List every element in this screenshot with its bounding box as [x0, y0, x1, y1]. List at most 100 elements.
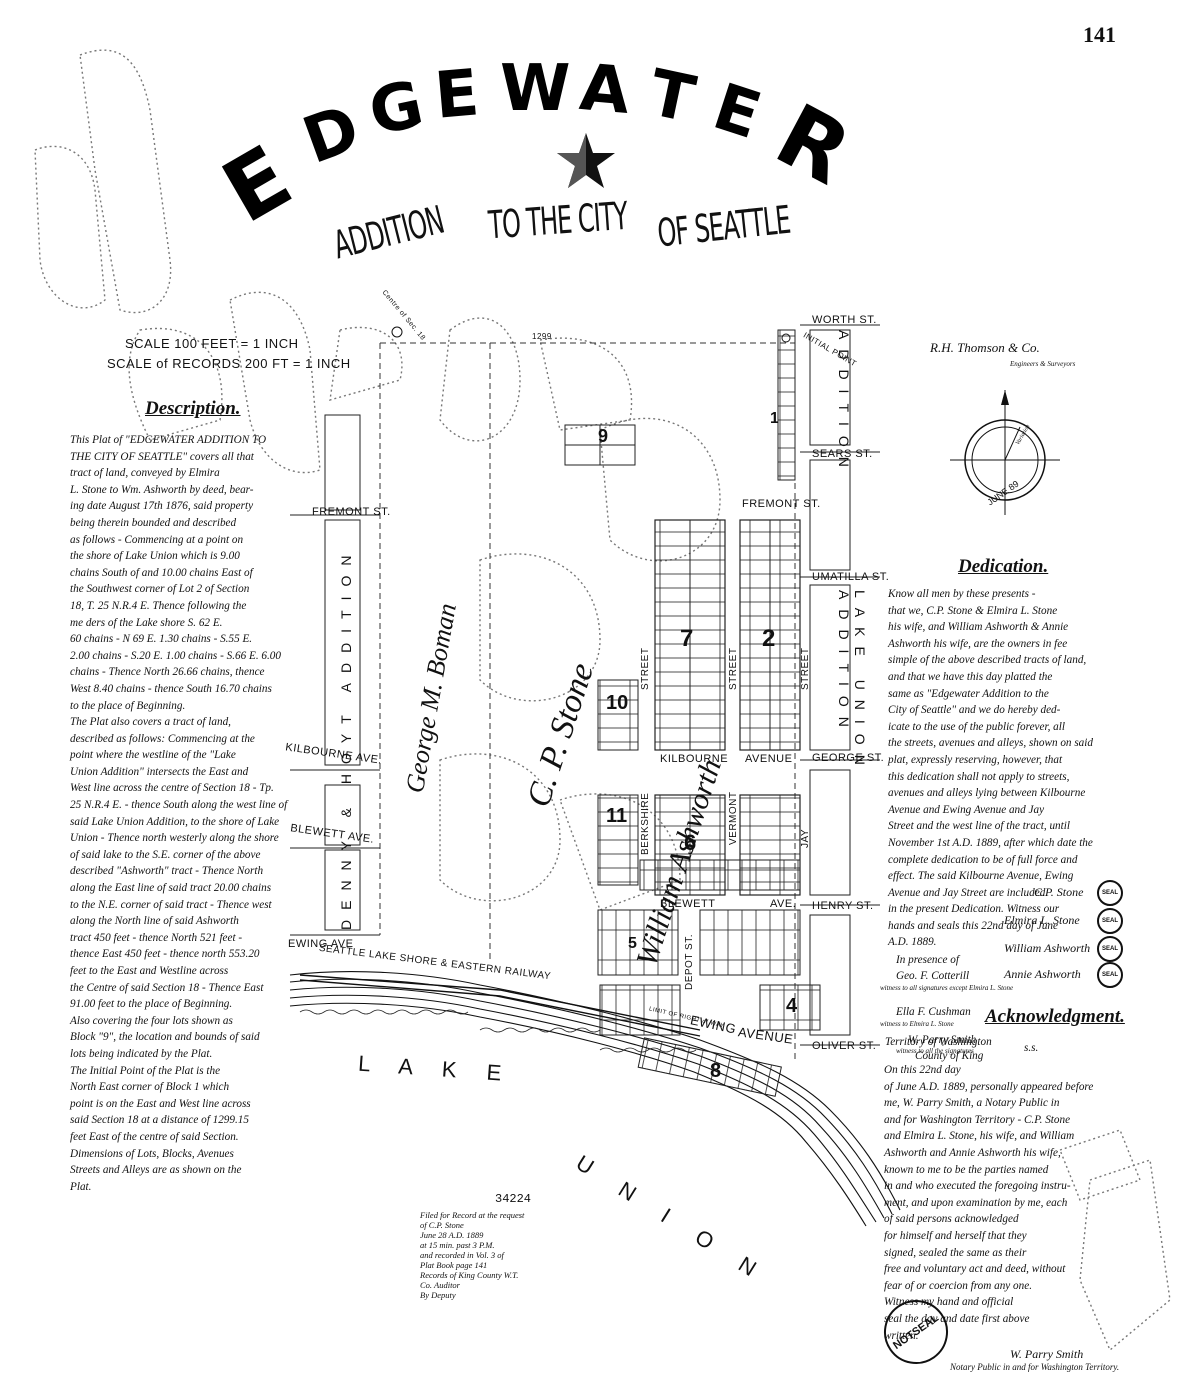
street-worth: WORTH ST. [812, 314, 877, 326]
description-line: 18, T. 25 N.R.4 E. Thence following the [70, 599, 247, 612]
acknowledgment-line: for himself and herself that they [884, 1229, 1027, 1242]
description-line: North East corner of Block 1 which [70, 1081, 230, 1094]
title-letter: W [500, 52, 571, 126]
title-letter: T [642, 56, 701, 138]
filing-line: at 15 min. past 3 P.M. [420, 1240, 495, 1250]
street-blewett-ave: AVE. [770, 898, 797, 910]
signature-cp-stone: C.P. Stone [1034, 885, 1084, 899]
street-label-2: STREET [728, 647, 739, 690]
description-line: Plat. [70, 1180, 92, 1193]
dedication-line: in the present Dedication. Witness our [888, 903, 1060, 916]
description-line: to the N.E. corner of said tract - Thenc… [70, 898, 272, 911]
description-line: lots being indicated by the Plat. [70, 1047, 213, 1060]
filing-line: of C.P. Stone [420, 1220, 464, 1230]
signature-william-ashworth: William Ashworth [1004, 941, 1091, 955]
acknowledgment-line: written. [884, 1329, 919, 1342]
block-number: 10 [606, 692, 629, 714]
street-sears: SEARS ST. [812, 448, 873, 460]
dedication-line: hands and seals this 22nd day of June [888, 919, 1058, 932]
block-number: 6 [684, 830, 697, 855]
notary-signature: W. Parry Smith [1010, 1347, 1084, 1361]
description-line: of said lake to the S.E. corner of the a… [70, 848, 261, 861]
block-number: 8 [710, 1060, 722, 1082]
block-number: 5 [628, 935, 637, 952]
ack-ss: s.s. [1024, 1042, 1039, 1054]
acknowledgment-line: On this 22nd day [884, 1064, 961, 1076]
description-line: Union Addition" intersects the East and [70, 765, 249, 778]
description-heading: Description. [145, 398, 241, 419]
street-george: GEORGE ST. [812, 752, 885, 764]
compass-rose [950, 390, 1060, 515]
description-line: Dimensions of Lots, Blocks, Avenues [70, 1147, 234, 1160]
description-line: The Plat also covers a tract of land, [70, 716, 231, 729]
description-line: being therein bounded and described [70, 516, 237, 529]
description-line: ing date August 17th 1876, said property [70, 500, 254, 513]
dedication-line: Avenue and Jay Street are included [888, 886, 1046, 899]
seal-stamp: SEAL [1097, 936, 1123, 962]
title-letter: G [362, 67, 430, 151]
acknowledgment-line: signed, sealed the same as their [884, 1246, 1027, 1259]
acknowledgment-line: of said persons acknowledged [884, 1213, 1019, 1226]
street-fremont-left: FREMONT ST. [312, 506, 391, 518]
filing-number: 34224 [495, 1192, 532, 1206]
description-line: Also covering the four lots shown as [70, 1014, 233, 1027]
acknowledgment-line: of June A.D. 1889, personally appeared b… [884, 1080, 1094, 1093]
street-blewett-mid: BLEWETT [660, 898, 716, 910]
star-icon [557, 133, 615, 188]
title-letter: E [206, 127, 308, 243]
dimension-top: 1299 [532, 332, 552, 341]
street-vermont: VERMONT [728, 791, 739, 846]
dedication-heading: Dedication. [958, 556, 1049, 577]
dedication-line: and that we have this day platted the [888, 670, 1053, 683]
block-number: 1 [770, 410, 779, 427]
dedication-line: City of Seattle" and we do hereby ded- [888, 704, 1061, 717]
dedication-line: the streets, avenues and alleys, shown o… [888, 737, 1093, 750]
presence-label: In presence of [896, 954, 959, 966]
description-line: The Initial Point of the Plat is the [70, 1064, 221, 1077]
street-kilbourne-mid: KILBOURNE [660, 753, 729, 765]
street-berkshire: BERKSHIRE [640, 792, 651, 855]
page-number: 141 [1083, 22, 1116, 47]
street-fremont-right: FREMONT ST. [742, 498, 821, 510]
description-line: the Southwest corner of Lot 2 of Section [70, 583, 250, 596]
filing-line: Co. Auditor [420, 1280, 460, 1290]
witness-1-note: witness to all signatures except Elmira … [880, 984, 1014, 992]
ack-territory: Territory of Washington [885, 1036, 992, 1048]
map-title: E D G E W A T E R [207, 50, 940, 250]
description-line: along the East line of said tract 20.00 … [70, 882, 272, 895]
description-line: L. Stone to Wm. Ashworth by deed, bear- [70, 483, 254, 496]
title-letter: E [704, 70, 770, 154]
filing-line: By Deputy [420, 1290, 456, 1300]
description-line: tract of land, conveyed by Elmira [70, 467, 220, 480]
street-depot: DEPOT ST. [684, 934, 695, 990]
description-line: to the place of Beginning. [70, 699, 186, 712]
description-line: 25 N.R.4 E. - thence South along the wes… [70, 799, 288, 812]
seal-stamp: SEAL [1097, 962, 1123, 988]
scale-line-2: SCALE of RECORDS 200 FT = 1 INCH [107, 356, 351, 371]
dedication-line: A.D. 1889. [888, 936, 937, 949]
subtitle-part-2: TO THE CITY [486, 193, 629, 248]
description-line: me ders of the Lake shore S. 62 E. [70, 616, 223, 629]
acknowledgment-line: fear of or coercion from any one. [884, 1279, 1032, 1292]
street-avenue-mid: AVENUE [745, 753, 793, 765]
dedication-text: Know all men by these presents -that we,… [888, 586, 1138, 951]
surveyor-name: R.H. Thomson & Co. [930, 340, 1040, 355]
dedication-line: Street and the west line of the tract, u… [888, 820, 1070, 833]
description-line: 2.00 chains - S.20 E. 1.00 chains - S.66… [70, 649, 281, 662]
notary-title: Notary Public in and for Washington Terr… [950, 1362, 1120, 1372]
acknowledgment-line: and Elmira L. Stone, his wife, and Willi… [884, 1130, 1075, 1143]
witness-1: Geo. F. Cotterill [896, 970, 970, 982]
description-line: West line across the centre of Section 1… [70, 782, 274, 795]
acknowledgment-line: Witness my hand and official [884, 1296, 1014, 1309]
title-letter: D [293, 91, 370, 179]
scale-line-1: SCALE 100 FEET = 1 INCH [125, 336, 299, 351]
acknowledgment-text: On this 22nd day of June A.D. 1889, perso… [884, 1062, 1144, 1344]
description-line: the shore of Lake Union which is 9.00 [70, 550, 240, 563]
description-line: tract 450 feet - thence North 521 feet - [70, 931, 243, 944]
description-line: thence East 450 feet - thence north 553.… [70, 948, 260, 961]
block-number: 2 [762, 625, 776, 652]
description-line: chains South of and 10.00 chains East of [70, 566, 253, 579]
block-number: 9 [598, 426, 609, 446]
